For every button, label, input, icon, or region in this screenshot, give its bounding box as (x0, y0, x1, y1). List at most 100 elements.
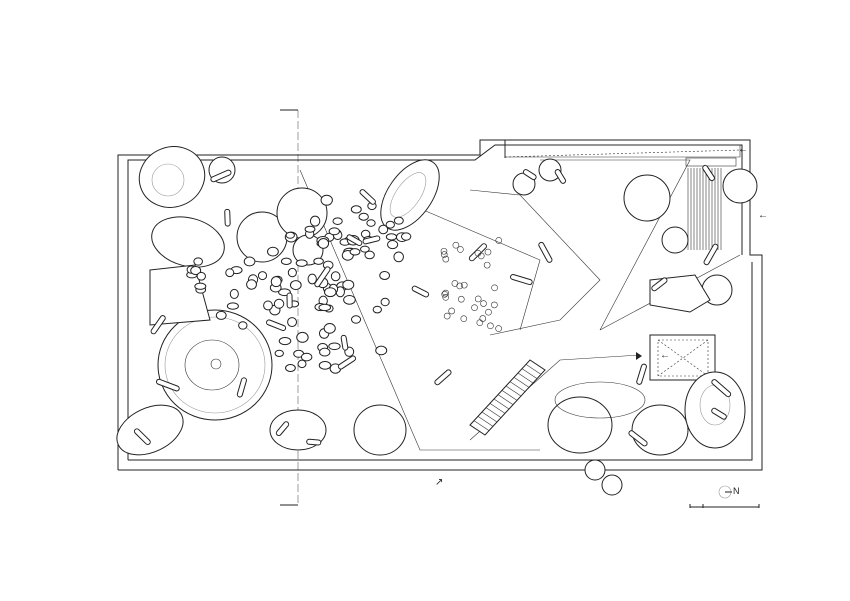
svg-text:↗: ↗ (435, 477, 443, 488)
pebble (440, 247, 448, 255)
pebble (243, 256, 256, 267)
pebble (411, 285, 430, 298)
pebble (297, 359, 307, 369)
pebble (346, 234, 363, 247)
north-arrow-icon (718, 485, 732, 499)
pebble (257, 271, 268, 281)
pebble (150, 315, 166, 335)
pebble (651, 277, 668, 292)
pebble (194, 282, 207, 290)
pebble (278, 337, 292, 346)
pebble (442, 289, 449, 297)
pebble (476, 319, 484, 327)
pebble (471, 304, 478, 311)
pebble (554, 169, 567, 184)
pebble (522, 169, 537, 181)
pebble (273, 298, 285, 309)
pebble (385, 220, 395, 229)
pebble (440, 251, 448, 258)
pebble (380, 297, 390, 307)
pebble (452, 241, 460, 249)
pebble (287, 267, 297, 278)
pebble (378, 224, 389, 235)
pebble (196, 271, 206, 281)
pebble (443, 312, 451, 320)
stair-hatching (687, 168, 722, 250)
pebble (474, 249, 482, 257)
pebble (479, 315, 487, 322)
pebble (379, 270, 390, 280)
pebble (349, 248, 361, 256)
section-cut-line (280, 109, 299, 506)
pebble (491, 284, 498, 292)
pebble (342, 279, 355, 290)
pebble (485, 308, 492, 316)
pebble (307, 273, 317, 285)
pebble (314, 266, 331, 288)
pebble (360, 245, 370, 253)
svg-text:←: ← (738, 144, 748, 155)
pebble (225, 268, 235, 278)
pebble (359, 189, 376, 205)
pebble (350, 205, 362, 214)
diagonal-zones (299, 159, 741, 451)
pebble (313, 257, 324, 265)
pebble (246, 279, 257, 290)
pebble (289, 280, 302, 291)
pebble (711, 407, 727, 420)
pebble (711, 379, 732, 398)
pebble (274, 349, 284, 357)
pebble (483, 261, 491, 269)
pebble (215, 310, 227, 320)
pebble (263, 300, 273, 311)
pebble (434, 369, 452, 386)
pebble (324, 287, 337, 298)
pebble (460, 281, 468, 289)
pebble (332, 217, 343, 225)
building-outline (117, 139, 763, 471)
pebble (393, 251, 404, 263)
pebble (304, 225, 316, 233)
svg-text:←: ← (660, 350, 670, 361)
pebble (266, 319, 287, 331)
pebble (300, 352, 313, 362)
pebble (295, 259, 308, 267)
pebble (387, 240, 399, 250)
pebble (703, 243, 719, 266)
pebble (193, 257, 203, 266)
pebble (538, 241, 553, 263)
pebble (372, 305, 382, 314)
pebble (442, 255, 450, 263)
pebble (400, 232, 412, 241)
pebble (457, 246, 464, 253)
scale-bar (689, 504, 760, 508)
pebble (238, 321, 248, 330)
pebble (319, 347, 331, 357)
pebble (480, 300, 487, 307)
pebble (484, 248, 492, 256)
pebble (366, 219, 376, 227)
pebble (309, 215, 321, 227)
pebble (330, 271, 341, 282)
pebble (156, 378, 180, 392)
pebble (628, 430, 648, 447)
staircase (469, 359, 546, 436)
planters (116, 146, 758, 496)
pebble (229, 288, 239, 300)
pebble (393, 216, 404, 225)
pebbles (133, 164, 732, 447)
svg-text:←: ← (758, 210, 768, 221)
pebble (317, 238, 330, 249)
pebble (350, 315, 362, 324)
pebble (286, 292, 293, 309)
pebble (468, 243, 487, 262)
pebble (340, 334, 349, 351)
pebble (448, 307, 455, 315)
pebble (457, 295, 465, 303)
pebble (296, 331, 309, 343)
pebble (375, 345, 388, 356)
pebble (210, 169, 232, 183)
pebble (320, 194, 333, 206)
pebble (318, 361, 332, 370)
